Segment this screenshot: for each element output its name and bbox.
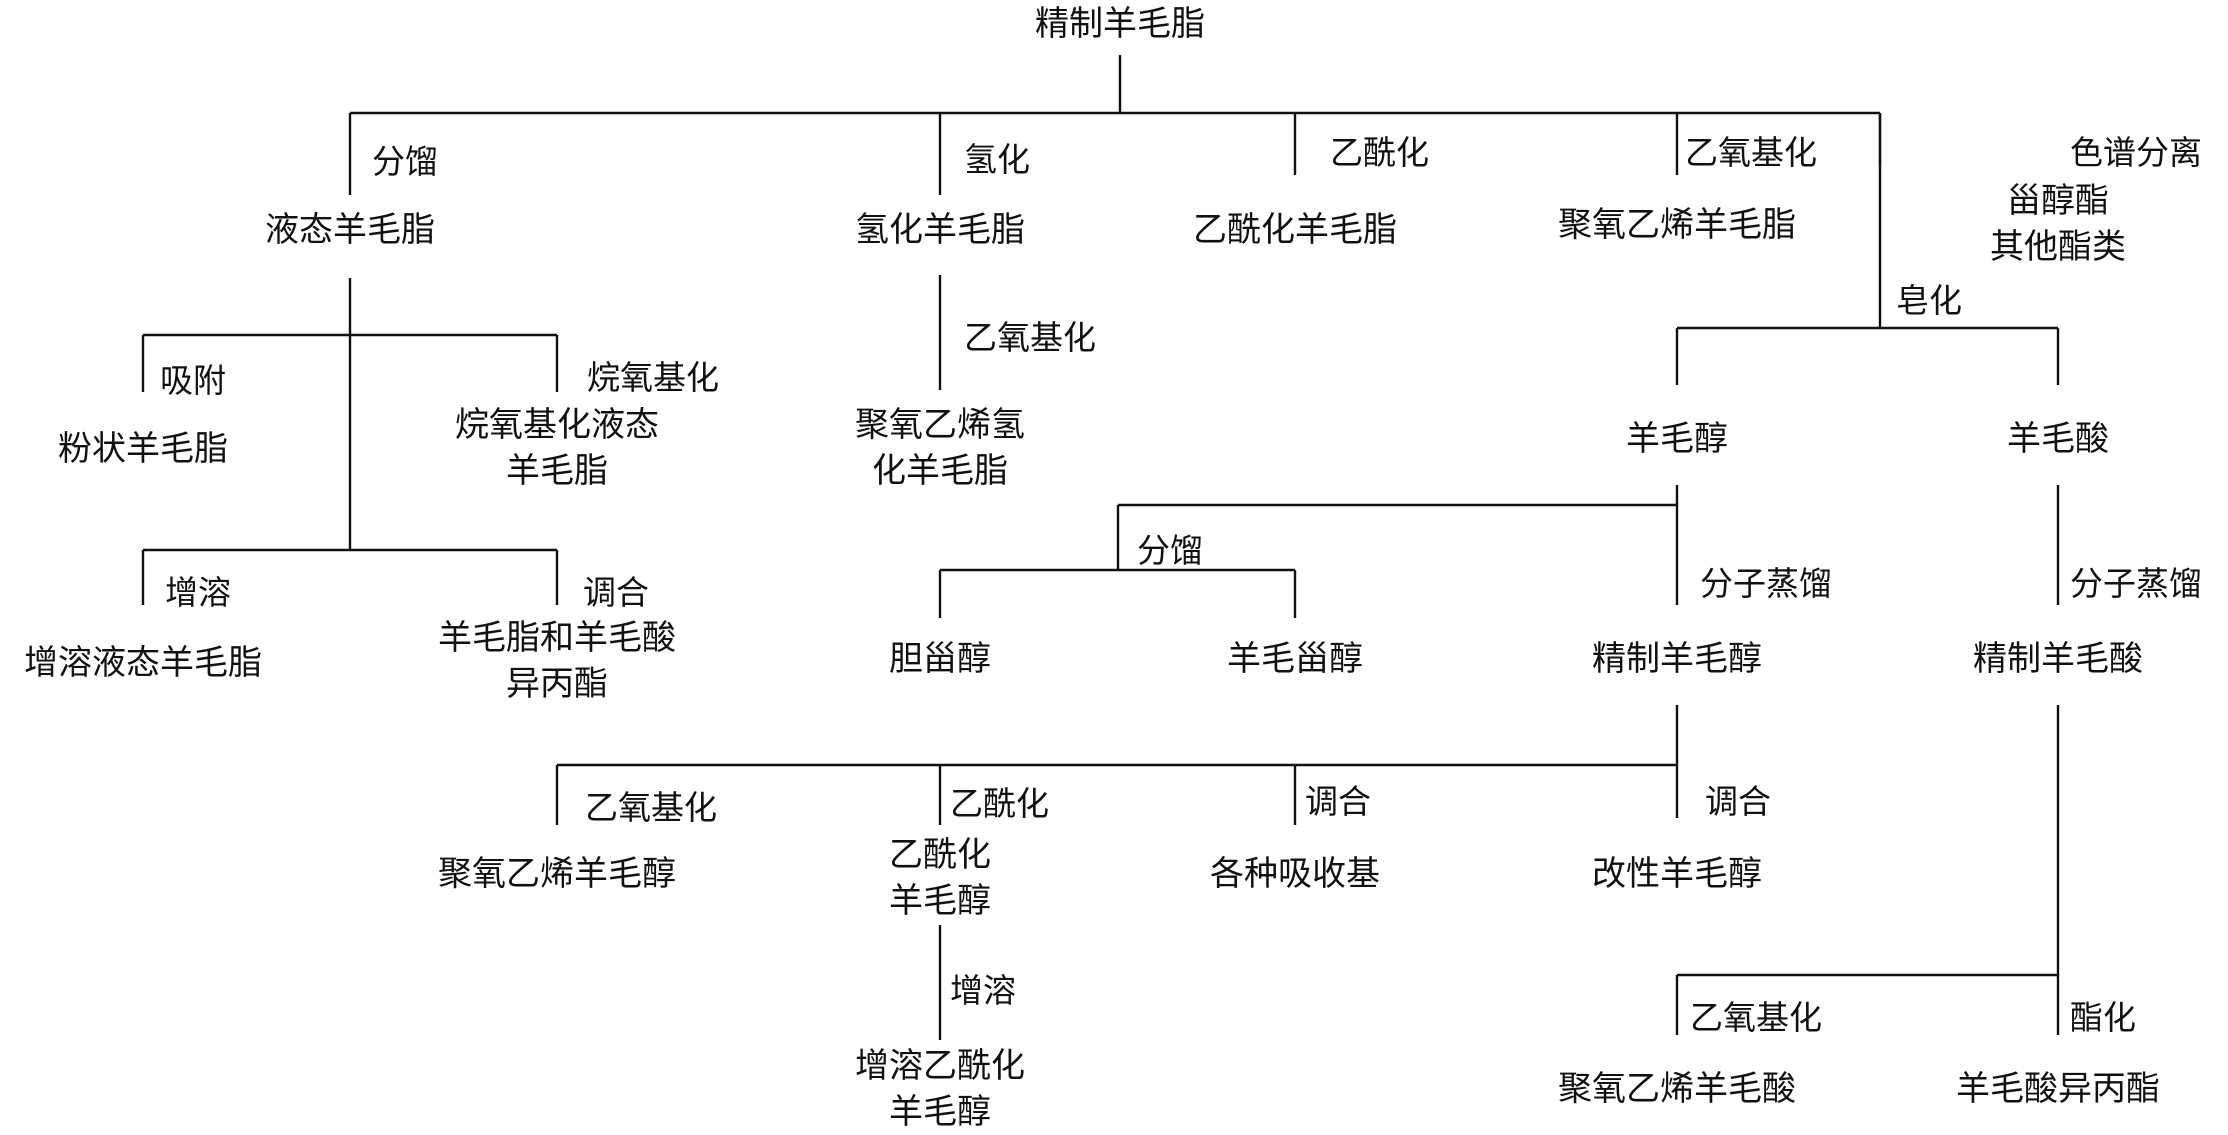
node-solubilized-acetylated-wool-alcohol-line-1: 增溶乙酰化 [855,1046,1025,1086]
node-lanosterol: 羊毛甾醇 [1227,639,1363,679]
node-hydrogenated-lanolin: 氢化羊毛脂 [855,210,1025,250]
node-sterol-esters-line-2: 其他酯类 [1990,227,2126,267]
node-acetylated-wool-alcohol-line-1: 乙酰化 [889,835,991,875]
node-peg-wool-alcohol: 聚氧乙烯羊毛醇 [438,854,676,894]
node-peg-lanolin: 聚氧乙烯羊毛脂 [1558,205,1796,245]
edge-label-fractionation: 分馏 [372,142,438,181]
edge-label-molecular-distillation: 分子蒸馏 [2070,564,2202,603]
node-refined-lanolin: 精制羊毛脂 [1035,4,1205,44]
node-lanolin-and-isopropyl-lanolate-line-2: 异丙酯 [506,664,608,704]
node-peg-wool-acid: 聚氧乙烯羊毛酸 [1558,1069,1796,1109]
edge-label-saponification: 皂化 [1896,281,1962,320]
node-lanolin-and-isopropyl-lanolate-line-1: 羊毛脂和羊毛酸 [438,618,676,658]
edge-label-acetylation: 乙酰化 [950,784,1049,823]
edge-label-solubilization: 增溶 [950,971,1016,1010]
node-isopropyl-lanolate: 羊毛酸异丙酯 [1956,1069,2160,1109]
node-solubilized-acetylated-wool-alcohol: 增溶乙酰化 羊毛醇 [855,1043,1025,1135]
node-peg-hydrogenated-lanolin: 聚氧乙烯氢 化羊毛脂 [855,402,1025,494]
edge-label-alkoxylation: 烷氧基化 [587,358,719,397]
node-refined-wool-alcohol: 精制羊毛醇 [1592,639,1762,679]
edge-label-adsorption: 吸附 [160,361,226,400]
node-sterol-esters: 甾醇酯 其他酯类 [1990,178,2126,270]
edge-label-hydrogenation: 氢化 [964,140,1030,179]
edge-label-ethoxylation: 乙氧基化 [964,318,1096,357]
node-alkoxylated-liquid-lanolin-line-1: 烷氧基化液态 [455,405,659,445]
edge-label-ethoxylation: 乙氧基化 [1685,133,1817,172]
node-absorption-bases: 各种吸收基 [1210,854,1380,894]
edge-label-acetylation: 乙酰化 [1330,133,1429,172]
edge-label-chromatography: 色谱分离 [2070,133,2202,172]
node-wool-alcohol: 羊毛醇 [1626,419,1728,459]
edge-label-fractionation: 分馏 [1137,531,1203,570]
node-powdered-lanolin: 粉状羊毛脂 [58,429,228,469]
node-wool-acid: 羊毛酸 [2007,419,2109,459]
node-liquid-lanolin: 液态羊毛脂 [265,210,435,250]
edge-label-blending: 调合 [583,573,649,612]
edge-label-solubilization: 增溶 [165,573,231,612]
edge-label-ethoxylation: 乙氧基化 [1690,998,1822,1037]
node-sterol-esters-line-1: 甾醇酯 [2007,181,2109,221]
node-refined-wool-acid: 精制羊毛酸 [1973,639,2143,679]
node-solubilized-liquid-lanolin: 增溶液态羊毛脂 [24,643,262,683]
edge-label-blending: 调合 [1705,782,1771,821]
node-solubilized-acetylated-wool-alcohol-line-2: 羊毛醇 [889,1092,991,1132]
node-acetylated-wool-alcohol-line-2: 羊毛醇 [889,881,991,921]
node-peg-hydrogenated-lanolin-line-1: 聚氧乙烯氢 [855,405,1025,445]
node-lanolin-and-isopropyl-lanolate: 羊毛脂和羊毛酸 异丙酯 [438,615,676,707]
node-peg-hydrogenated-lanolin-line-2: 化羊毛脂 [872,451,1008,491]
edge-label-molecular-distillation: 分子蒸馏 [1700,564,1832,603]
node-acetylated-wool-alcohol: 乙酰化 羊毛醇 [889,832,991,924]
node-acetylated-lanolin: 乙酰化羊毛脂 [1193,210,1397,250]
edge-label-blending: 调合 [1305,782,1371,821]
node-cholesterol: 胆甾醇 [889,639,991,679]
node-alkoxylated-liquid-lanolin: 烷氧基化液态 羊毛脂 [455,402,659,494]
edge-label-ethoxylation: 乙氧基化 [585,788,717,827]
node-modified-wool-alcohol: 改性羊毛醇 [1592,854,1762,894]
edge-label-esterification: 酯化 [2070,998,2136,1037]
node-alkoxylated-liquid-lanolin-line-2: 羊毛脂 [506,451,608,491]
